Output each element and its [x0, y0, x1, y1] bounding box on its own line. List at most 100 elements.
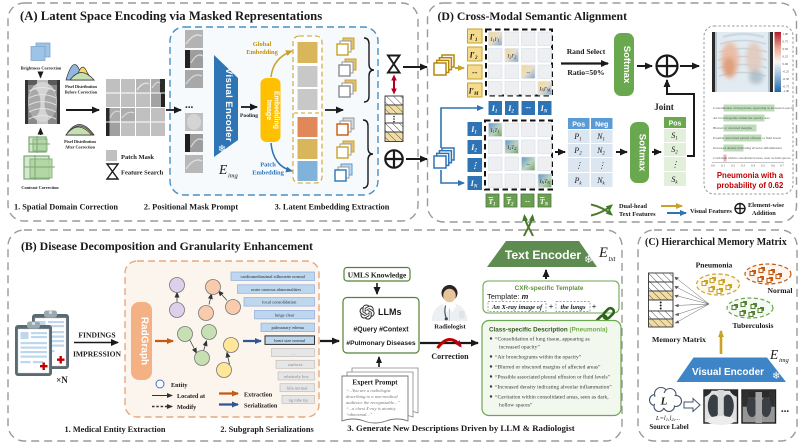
svg-text:×N: ×N — [56, 375, 68, 385]
svg-text:0.2: 0.2 — [731, 164, 735, 168]
svg-text:“Possible associated pleural e: “Possible associated pleural effusion or… — [495, 374, 611, 381]
svg-text:Softmax: Softmax — [637, 134, 648, 172]
svg-text:T2: T2 — [506, 197, 514, 208]
svg-text:-0.50: -0.50 — [783, 77, 790, 81]
svg-text:(D) Cross-Modal Semantic Align: (D) Cross-Modal Semantic Alignment — [438, 9, 628, 23]
svg-text:Dual-head: Dual-head — [619, 203, 647, 210]
svg-text:S1: S1 — [671, 131, 678, 142]
svg-text:“...You are a radiologist: “...You are a radiologist — [346, 388, 391, 393]
svg-text:relatively low: relatively low — [284, 374, 310, 379]
svg-text:increased opacity”: increased opacity” — [499, 345, 540, 351]
svg-text:-0.75: -0.75 — [783, 85, 790, 89]
svg-text:0.6: 0.6 — [771, 164, 775, 168]
svg-text:0.75: 0.75 — [783, 40, 789, 44]
svg-text:Element-wise: Element-wise — [748, 202, 784, 209]
svg-text:0.0: 0.0 — [711, 164, 715, 168]
svg-text:Increased density indicating a: Increased density indicating alveolar in… — [713, 146, 782, 150]
svg-text:P1: P1 — [573, 132, 581, 143]
svg-text:Entity: Entity — [171, 382, 188, 389]
svg-text:Blurred or obscured margins: Blurred or obscured margins — [713, 126, 753, 130]
svg-text:-1.00: -1.00 — [783, 89, 790, 93]
svg-text:Addition: Addition — [752, 210, 776, 217]
svg-text:Embedding: Embedding — [273, 91, 280, 129]
svg-text:txt: txt — [609, 255, 617, 263]
svg-text:Contrast Correction: Contrast Correction — [21, 185, 59, 190]
svg-text:...: ... — [291, 351, 294, 356]
svg-text:probability of 0.62: probability of 0.62 — [717, 181, 784, 190]
svg-text:S2: S2 — [671, 145, 678, 156]
svg-text:❄: ❄ — [772, 371, 780, 382]
svg-text:❄: ❄ — [584, 254, 593, 266]
svg-text:+: + — [592, 303, 597, 312]
svg-text:Visual Encoder: Visual Encoder — [692, 367, 764, 378]
svg-text:L=l1,l2,...: L=l1,l2,... — [655, 415, 681, 422]
svg-text:RadGraph: RadGraph — [139, 317, 150, 365]
svg-text:I2: I2 — [507, 104, 514, 115]
svg-text:...: ... — [781, 403, 790, 415]
svg-text:T1: T1 — [488, 197, 495, 208]
svg-text:cardiomediastinal silhouette n: cardiomediastinal silhouette normal — [240, 274, 305, 279]
svg-text:Pk: Pk — [573, 176, 582, 187]
svg-text:Air bronchograms within the op: Air bronchograms within the opacity area — [713, 116, 770, 120]
svg-text:0.1: 0.1 — [721, 164, 725, 168]
svg-text:0.7: 0.7 — [780, 164, 784, 168]
svg-text:Pos: Pos — [572, 122, 585, 129]
svg-text:⋮: ⋮ — [471, 161, 479, 170]
svg-text:1. Medical Entity Extraction: 1. Medical Entity Extraction — [65, 425, 166, 434]
svg-text:Text Features: Text Features — [619, 211, 656, 218]
svg-text:“Consolidation of lung tissue,: “Consolidation of lung tissue, appearing… — [495, 336, 590, 343]
svg-text:UMLS Knowledge: UMLS Knowledge — [348, 271, 407, 280]
svg-text:CXR-specific Template: CXR-specific Template — [515, 285, 584, 292]
svg-text:--: -- — [472, 68, 478, 77]
svg-text:Consolidation of lung tissue,: Consolidation of lung tissue, appearing … — [713, 106, 795, 111]
svg-text:P2: P2 — [573, 146, 582, 157]
svg-text:N2: N2 — [596, 146, 605, 157]
svg-text:3. Latent Embedding Extraction: 3. Latent Embedding Extraction — [275, 203, 390, 212]
svg-text:Expert Prompt: Expert Prompt — [352, 379, 398, 387]
svg-text:E: E — [769, 347, 779, 362]
svg-text:Radiologist: Radiologist — [434, 324, 466, 331]
svg-text:Embedding: Embedding — [252, 170, 284, 177]
svg-text:I′M: I′M — [468, 87, 479, 98]
svg-text:hollow spaces”: hollow spaces” — [499, 403, 533, 409]
svg-text:N1: N1 — [596, 132, 605, 143]
svg-text:Visual Encoder: Visual Encoder — [223, 68, 234, 142]
svg-text:0.5: 0.5 — [761, 164, 765, 168]
svg-text:describing to a non-medical: describing to a non-medical — [346, 394, 398, 399]
svg-text:0.4: 0.4 — [751, 164, 755, 168]
svg-text:Joint: Joint — [654, 102, 674, 112]
svg-text:I1: I1 — [491, 104, 498, 115]
svg-text:Located at: Located at — [177, 393, 206, 400]
svg-text:pulmonary edema: pulmonary edema — [272, 325, 304, 330]
svg-text:Modify: Modify — [177, 404, 197, 411]
svg-text:1.00: 1.00 — [783, 32, 789, 36]
svg-text:heart size normal: heart size normal — [274, 338, 306, 343]
svg-text:Normal: Normal — [768, 286, 793, 295]
svg-text:acute osseous abnormalities: acute osseous abnormalities — [251, 287, 301, 292]
svg-text:Pixel Distribution: Pixel Distribution — [65, 84, 97, 89]
svg-text:Image: Image — [265, 100, 272, 120]
svg-text:focal consolidation: focal consolidation — [262, 300, 297, 305]
svg-text:I1I′1: I1I′1 — [490, 37, 500, 43]
svg-text:I′1: I′1 — [469, 33, 478, 44]
svg-text:E: E — [598, 245, 608, 261]
svg-text:img: img — [228, 173, 239, 180]
svg-text:I2I′2: I2I′2 — [506, 54, 516, 60]
svg-text:IN: IN — [470, 179, 478, 190]
svg-text:“abnormal...”: “abnormal...” — [346, 412, 373, 417]
svg-text:3. Generate New Descriptions D: 3. Generate New Descriptions Driven by L… — [347, 423, 575, 433]
svg-text:Pixel Distribution: Pixel Distribution — [64, 139, 96, 144]
svg-text:ng tube tip: ng tube tip — [289, 397, 309, 402]
svg-text:Pneumonia: Pneumonia — [696, 261, 733, 270]
svg-text:(A) Latent Space Encoding via: (A) Latent Space Encoding via Masked Rep… — [20, 9, 322, 23]
svg-text:0.25: 0.25 — [783, 55, 789, 59]
svg-text:Pos: Pos — [669, 121, 682, 128]
svg-text:Source Label: Source Label — [649, 423, 688, 431]
svg-text:IN: IN — [540, 104, 548, 115]
svg-text:“...a chest X-ray is atomity: “...a chest X-ray is atomity — [346, 406, 397, 411]
svg-text:Patch Mask: Patch Mask — [121, 154, 154, 161]
svg-text:(C) Hierarchical Memory Matrix: (C) Hierarchical Memory Matrix — [645, 237, 787, 248]
svg-text:--: -- — [526, 162, 530, 168]
svg-text:audience the recognizable...”: audience the recognizable...” — [346, 400, 400, 405]
svg-text:the lungs: the lungs — [560, 304, 586, 311]
